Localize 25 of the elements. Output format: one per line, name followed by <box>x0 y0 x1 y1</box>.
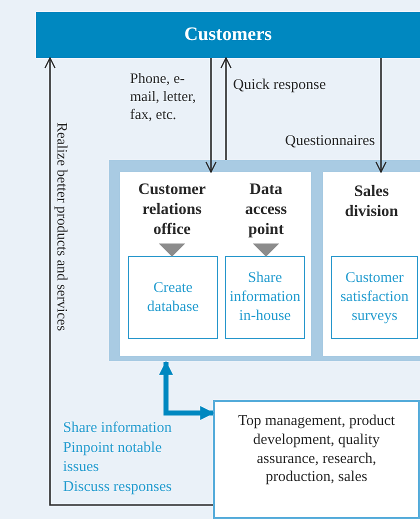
office-card <box>120 172 311 356</box>
arrow <box>375 58 387 173</box>
edge-label: Questionnaires <box>284 132 375 150</box>
pointer-triangle <box>252 244 280 257</box>
office-heading: Data access point <box>228 180 304 242</box>
office-heading: Customer relations office <box>124 180 220 242</box>
department-panel <box>109 160 420 361</box>
division-heading: Sales division <box>344 182 400 222</box>
edge-label: Phone, e-mail, letter, fax, etc. <box>130 70 197 124</box>
thick-arrow <box>159 360 214 420</box>
arrow <box>44 57 213 506</box>
edge-label: Quick response <box>233 76 327 94</box>
note-text: Share information <box>63 419 173 438</box>
arrow <box>220 57 232 160</box>
division-card <box>323 172 420 356</box>
task-box: Share information in-house <box>225 256 305 339</box>
task-box: Create database <box>128 256 218 339</box>
task-box: Customer satisfaction surveys <box>331 256 418 339</box>
note-text: Discuss responses <box>63 478 173 496</box>
edge-label: Realize better products and services <box>52 121 70 333</box>
note-text: Pinpoint notable issues <box>63 438 163 477</box>
arrow <box>205 58 217 173</box>
customers-banner: Customers <box>36 12 420 58</box>
department-box: Top management, product development, quality assurance, research, production, sales <box>213 400 420 519</box>
pointer-triangle <box>158 244 186 257</box>
